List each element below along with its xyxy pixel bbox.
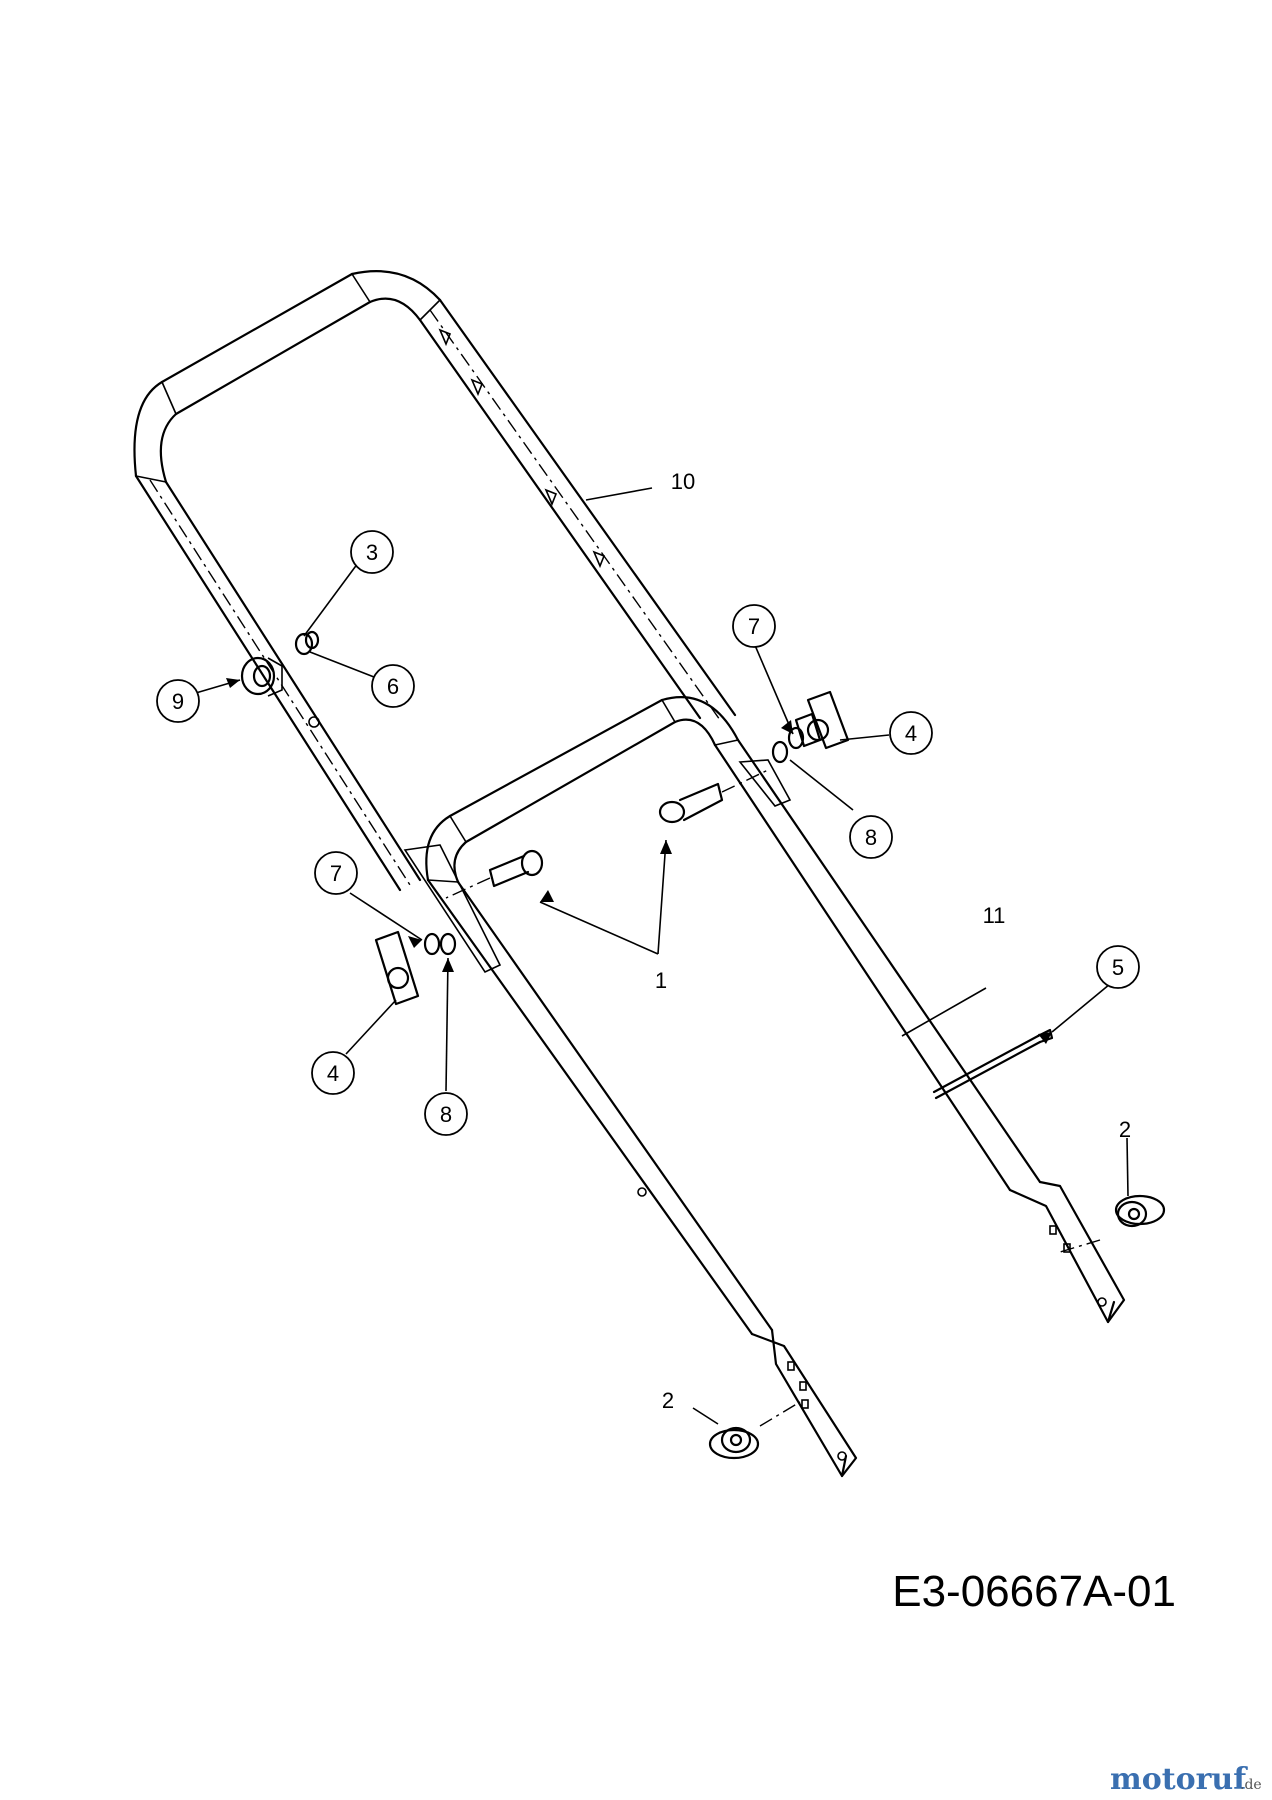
svg-text:.de: .de bbox=[1240, 1777, 1262, 1793]
svg-text:7: 7 bbox=[748, 614, 760, 639]
lower-handle bbox=[403, 696, 1126, 1478]
svg-text:4: 4 bbox=[327, 1061, 339, 1086]
svg-text:9: 9 bbox=[172, 689, 184, 714]
clip-left bbox=[708, 1401, 801, 1460]
cable-guide bbox=[240, 656, 283, 697]
callout-3: 3 bbox=[350, 530, 394, 574]
svg-text:motoruf: motoruf bbox=[1110, 1762, 1248, 1797]
callout-7-upper: 7 bbox=[732, 604, 776, 648]
svg-text:4: 4 bbox=[905, 721, 917, 746]
washers bbox=[423, 726, 805, 956]
screw-nut bbox=[294, 630, 320, 656]
wing-nut-right bbox=[794, 690, 850, 750]
cable-tie bbox=[932, 1028, 1054, 1100]
bolt-upper bbox=[658, 769, 769, 824]
svg-text:5: 5 bbox=[1112, 955, 1124, 980]
svg-text:3: 3 bbox=[366, 540, 378, 565]
callout-6: 6 bbox=[371, 664, 415, 708]
clip-right bbox=[1059, 1194, 1166, 1253]
svg-text:6: 6 bbox=[387, 674, 399, 699]
callout-8-upper: 8 bbox=[849, 815, 893, 859]
label-2-left: 2 bbox=[662, 1388, 674, 1413]
svg-text:8: 8 bbox=[440, 1102, 452, 1127]
svg-text:8: 8 bbox=[865, 825, 877, 850]
callout-8-lower: 8 bbox=[424, 1092, 468, 1136]
callout-4-upper: 4 bbox=[889, 711, 933, 755]
callout-7-lower: 7 bbox=[314, 851, 358, 895]
callout-4-lower: 4 bbox=[311, 1051, 355, 1095]
label-11: 11 bbox=[983, 903, 1006, 928]
bolt-lower bbox=[445, 849, 544, 899]
svg-text:7: 7 bbox=[330, 861, 342, 886]
watermark-logo: motoruf .de bbox=[1110, 1762, 1262, 1797]
callout-9: 9 bbox=[156, 679, 200, 723]
drawing-code: E3-06667A-01 bbox=[892, 1567, 1176, 1616]
label-1: 1 bbox=[655, 968, 667, 993]
upper-handle bbox=[133, 270, 737, 892]
leader-lines bbox=[171, 487, 1129, 1425]
label-10: 10 bbox=[671, 469, 695, 494]
label-2-right: 2 bbox=[1119, 1117, 1131, 1142]
callout-5: 5 bbox=[1096, 945, 1140, 989]
wing-nut-left bbox=[374, 930, 420, 1006]
